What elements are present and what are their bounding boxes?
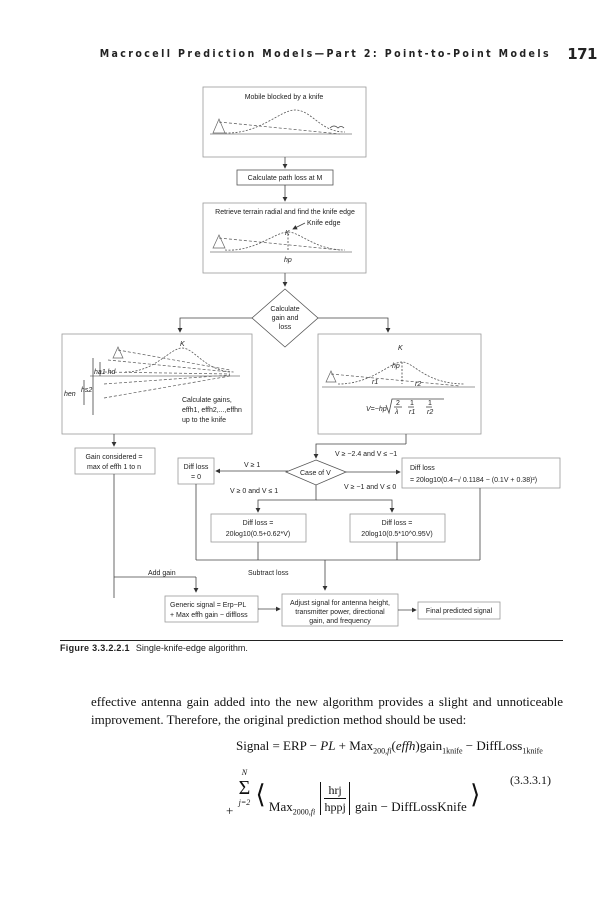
svg-text:Gain considered =: Gain considered = [85, 454, 142, 461]
equation-number: (3.3.3.1) [510, 773, 551, 787]
svg-text:r1: r1 [409, 409, 415, 416]
diff-loss-sqrt-box [401, 457, 561, 489]
page-number: 171 [567, 45, 597, 63]
svg-text:2: 2 [396, 400, 400, 407]
adjust-signal-box [281, 593, 399, 627]
svg-text:Final predicted signal: Final predicted signal [426, 608, 493, 615]
svg-text:Adjust signal for antenna heig: Adjust signal for antenna height, [290, 600, 390, 607]
figure-label: Figure 3.3.2.2.1 [60, 643, 130, 653]
svg-text:r2: r2 [427, 409, 433, 416]
svg-text:up to the knife: up to the knife [182, 417, 226, 424]
svg-text:Calculate: Calculate [270, 306, 299, 313]
svg-text:+ Max effh gain − diffloss: + Max effh gain − diffloss [170, 612, 248, 619]
running-head: Macrocell Prediction Models—Part 2: Poin… [0, 45, 603, 66]
diff-loss-exp-box [349, 513, 446, 543]
svg-text:gain and: gain and [272, 315, 299, 322]
caption-text: Single-knife-edge algorithm. [135, 643, 248, 653]
svg-text:hen: hen [64, 391, 76, 398]
svg-text:Case of V: Case of V [300, 470, 331, 477]
svg-text:20log10(0.5+0.62*V): 20log10(0.5+0.62*V) [226, 531, 290, 538]
svg-text:gain, and frequency: gain, and frequency [309, 618, 371, 625]
svg-text:= 0: = 0 [191, 474, 201, 481]
caption-rule [60, 640, 563, 641]
svg-text:V=−hp: V=−hp [366, 406, 387, 413]
svg-text:20log10(0.5*10^0.95V): 20log10(0.5*10^0.95V) [361, 531, 432, 538]
figure-caption: Figure 3.3.2.2.1 Single-knife-edge algori… [60, 643, 248, 653]
svg-text:Add gain: Add gain [148, 570, 176, 577]
svg-text:V ≥ −2.4 and V ≤ −1: V ≥ −2.4 and V ≤ −1 [335, 451, 397, 458]
hp-label: hp [284, 257, 292, 264]
retrieve-terrain-box [202, 202, 367, 274]
svg-text:K: K [398, 345, 403, 352]
svg-text:hs2: hs2 [81, 387, 92, 394]
svg-text:V ≥ −1 and V ≤ 0: V ≥ −1 and V ≤ 0 [344, 484, 396, 491]
svg-text:Subtract loss: Subtract loss [248, 570, 289, 577]
svg-text:Diff loss =: Diff loss = [382, 520, 413, 527]
tower-icon [212, 118, 226, 134]
svg-text:ha1 hd: ha1 hd [94, 369, 117, 376]
svg-text:r2: r2 [415, 381, 421, 388]
knife-edge-label: Knife edge [307, 220, 341, 227]
svg-text:Generic signal = Erp−PL: Generic signal = Erp−PL [170, 602, 246, 609]
svg-text:hp: hp [392, 363, 400, 370]
mobile-blocked-box [202, 86, 367, 158]
svg-text:= 20log10(0.4−√ 0.1184 − (0.1V: = 20log10(0.4−√ 0.1184 − (0.1V + 0.38)²) [410, 476, 537, 484]
diff-loss-linear-box [210, 513, 307, 543]
mobile-icon [329, 125, 345, 129]
final-signal-box [417, 601, 501, 620]
calc-path-loss-label: Calculate path loss at M [248, 175, 323, 182]
svg-text:V ≥ 1: V ≥ 1 [244, 462, 260, 469]
svg-text:Diff loss: Diff loss [410, 465, 435, 472]
equation-line-2: + N Σ j=2 ⟨ Max2000,fi hrj hppj gain − D… [226, 768, 481, 818]
svg-text:V ≥ 0 and V ≤ 1: V ≥ 0 and V ≤ 1 [230, 488, 278, 495]
svg-text:max of effh 1 to n: max of effh 1 to n [87, 464, 141, 471]
svg-text:K: K [180, 341, 185, 348]
svg-text:1: 1 [410, 400, 414, 407]
calculate-gains-box [61, 333, 253, 435]
svg-text:r1: r1 [372, 379, 378, 386]
mobile-blocked-label: Mobile blocked by a knife [245, 94, 324, 101]
equation-line-1: Signal = ERP − PL + Max200,fi(effh)gain1… [236, 738, 543, 756]
calculate-decision-diamond [251, 288, 319, 348]
svg-text:Calculate gains,: Calculate gains, [182, 397, 232, 404]
svg-text:λ: λ [394, 409, 399, 416]
diff-loss-zero-box [177, 457, 215, 485]
flowchart-figure: Mobile blocked by a knife Calculate path… [61, 86, 561, 627]
svg-text:loss: loss [279, 324, 292, 331]
generic-signal-box [164, 595, 259, 623]
body-paragraph: effective antenna gain added into the ne… [91, 694, 563, 727]
svg-text:Diff loss: Diff loss [184, 464, 209, 471]
svg-text:effh1, effh2,...,effhn: effh1, effh2,...,effhn [182, 407, 242, 414]
svg-text:Diff loss =: Diff loss = [243, 520, 274, 527]
svg-text:1: 1 [428, 400, 432, 407]
gain-considered-box [74, 447, 156, 475]
k-label: K [285, 230, 290, 237]
running-title: Macrocell Prediction Models—Part 2: Poin… [99, 48, 551, 60]
retrieve-terrain-label: Retrieve terrain radial and find the kni… [215, 209, 355, 216]
v-parameter-box [317, 333, 482, 435]
svg-text:transmitter power, directional: transmitter power, directional [295, 609, 385, 616]
